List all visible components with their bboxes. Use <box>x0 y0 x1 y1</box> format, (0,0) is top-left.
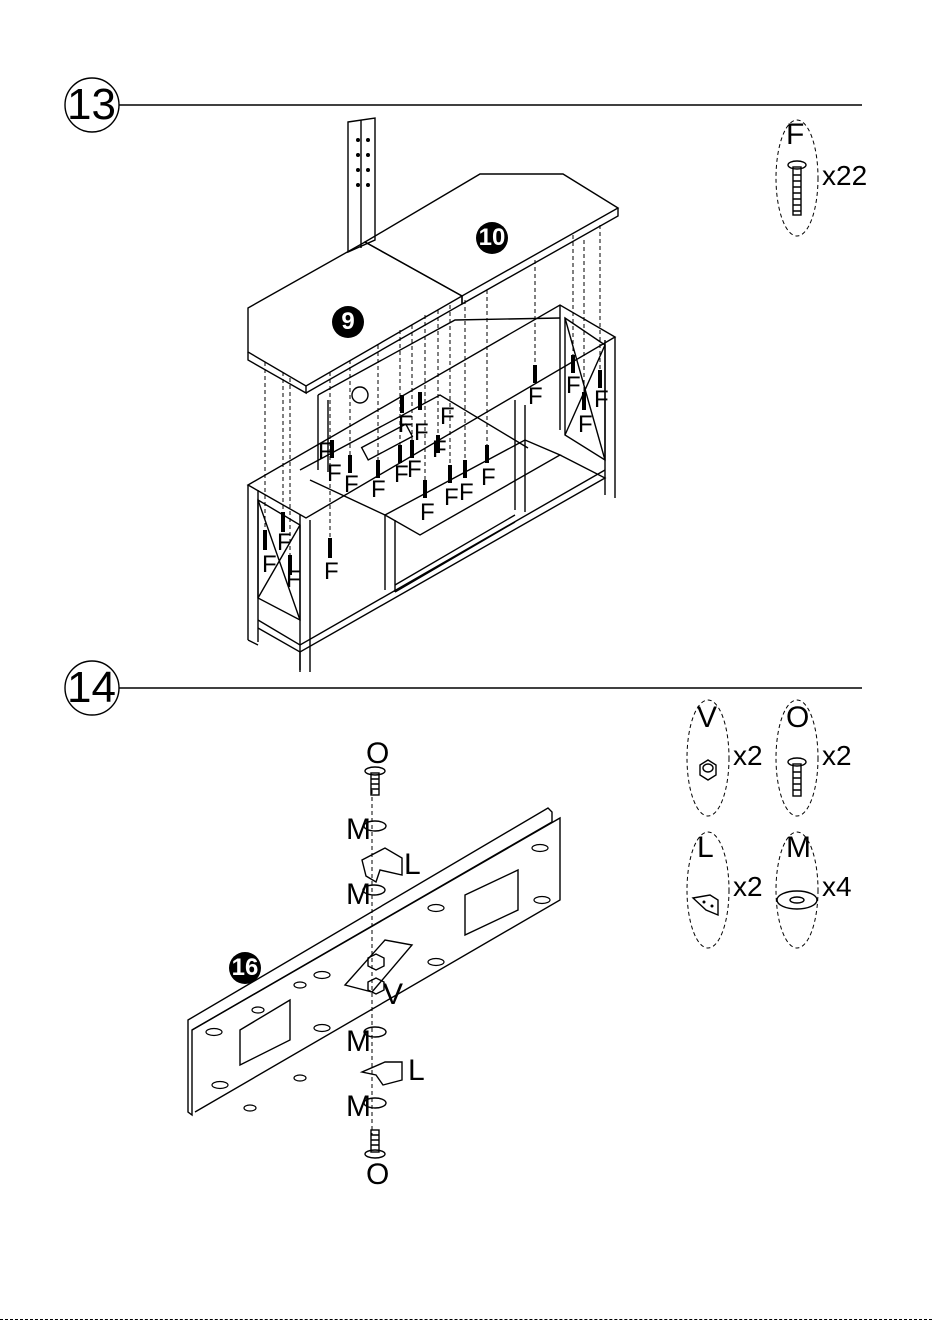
nut-v-bottom <box>368 978 384 994</box>
bolt-o-top-icon <box>365 767 385 795</box>
label-o-bottom: O <box>366 1160 389 1190</box>
part-m-letter: M <box>786 833 811 863</box>
screw-label: F <box>566 371 581 401</box>
part-f-letter: F <box>786 120 804 150</box>
label-l-bottom: L <box>408 1056 425 1086</box>
screw-label: F <box>262 550 277 580</box>
label-o-top: O <box>366 739 389 769</box>
screw-label: F <box>344 470 359 500</box>
screw-label: F <box>324 557 339 587</box>
label-m-1: M <box>346 815 371 845</box>
washer-m-icon <box>777 891 817 909</box>
screw-label: F <box>327 459 342 489</box>
label-v: V <box>383 980 403 1010</box>
callout-9: 9 <box>336 310 360 334</box>
screw-label: F <box>528 382 543 412</box>
nut-v-top <box>368 954 384 970</box>
step-13-number: 13 <box>67 83 116 127</box>
label-m-3: M <box>346 1027 371 1057</box>
screw-label: F <box>432 435 447 465</box>
part-l-qty: x2 <box>733 873 763 901</box>
part-v-qty: x2 <box>733 742 763 770</box>
nut-v-icon <box>700 760 716 780</box>
screw-label: F <box>277 528 292 558</box>
screw-label: F <box>594 385 609 415</box>
label-m-4: M <box>346 1092 371 1122</box>
part-o-qty: x2 <box>822 742 852 770</box>
screw-f-icon <box>788 161 806 215</box>
screw-label: F <box>414 418 429 448</box>
step-14-number: 14 <box>67 666 116 710</box>
screw-label: F <box>578 410 593 440</box>
screw-label: F <box>481 463 496 493</box>
screw-label: F <box>444 483 459 513</box>
tv-stand-frame <box>248 305 615 672</box>
part-f-qty: x22 <box>822 162 867 190</box>
screw-label: F <box>398 410 413 440</box>
screw-label: F <box>407 455 422 485</box>
part-v-letter: V <box>697 703 717 733</box>
callout-10: 10 <box>478 226 506 250</box>
label-l-top: L <box>404 850 421 880</box>
callout-16: 16 <box>231 956 259 980</box>
page-bottom-rule <box>0 1319 932 1320</box>
bracket-l-icon <box>693 895 718 915</box>
part-m-qty: x4 <box>822 873 852 901</box>
screw-label: F <box>420 498 435 528</box>
screw-label: F <box>371 475 386 505</box>
bracket-l-bottom <box>362 1062 402 1085</box>
part-l-letter: L <box>697 833 714 863</box>
bracket-l-top <box>362 848 402 882</box>
bolt-o-bottom-icon <box>365 1130 385 1158</box>
screw-label: F <box>286 565 301 595</box>
bolt-o-icon <box>788 758 806 796</box>
screw-label: F <box>440 402 455 432</box>
vertical-post <box>348 118 375 252</box>
label-m-2: M <box>346 880 371 910</box>
screw-label: F <box>459 478 474 508</box>
part-o-letter: O <box>786 703 809 733</box>
